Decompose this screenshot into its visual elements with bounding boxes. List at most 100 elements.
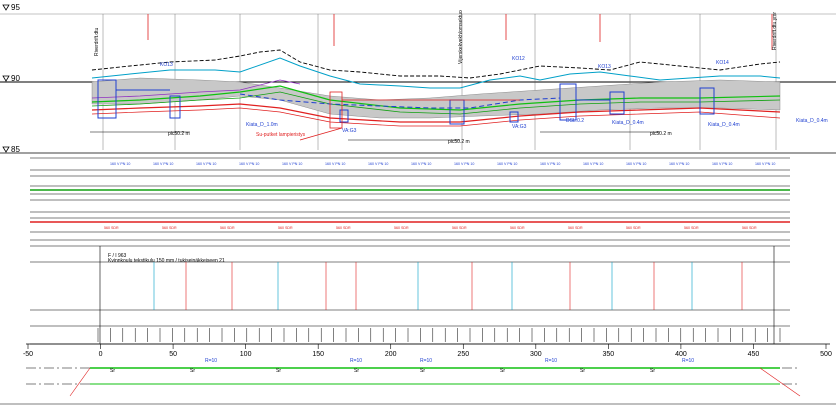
bottom-mark: Sr [276, 368, 281, 374]
green-line-2 [91, 91, 781, 115]
bottom-mark: R=10 [682, 358, 694, 364]
bottom-mark: R=10 [545, 358, 557, 364]
sewer-row-label: 560 SDR [162, 226, 177, 230]
axis-tick-label: 250 [457, 351, 469, 358]
sewer-row-label: 560 SDR [278, 226, 293, 230]
sewer-row-label: 560 SDR [220, 226, 235, 230]
red-pipe-2 [91, 107, 781, 127]
sewer-row-label: 560 SDR [626, 226, 641, 230]
green-line-1 [91, 85, 781, 111]
rock-label-3: Kiata_D_0.4m [708, 122, 740, 128]
lower-band-markers [99, 246, 775, 344]
sewer-row-label: 560 SDR [684, 226, 699, 230]
pipe-row-label: 160 V PN 10 [497, 162, 517, 166]
axis-tick-label: 500 [820, 351, 832, 358]
ground-line [91, 49, 781, 79]
route-text-2: Kvinnkoulu tekstikulu 150 mm / tukiseinä… [108, 258, 225, 264]
red-structures [147, 14, 773, 141]
pipe-row-label: 160 V PN 10 [626, 162, 646, 166]
sewer-row-label: 560 SDR [510, 226, 525, 230]
scale-bar-3: pic50.2 m [540, 131, 672, 137]
annotation-river-mid: Vijerskekvekh/omsektuo [458, 10, 464, 64]
elev-marker-85: 85 [2, 145, 20, 154]
stake-labels: KO13 KO12 KO13 KO14 VA:G3 VA:G3 DSL:0.2 [160, 56, 729, 134]
annotation-river-right: Riverdrift.dtu.ymr [772, 12, 778, 50]
purple-line [91, 79, 301, 99]
elev-marker-90: 90 [2, 74, 20, 83]
bottom-mark: R=10 [350, 358, 362, 364]
pipe-row-label: 160 V PN 10 [239, 162, 259, 166]
pipe-row-label: 160 V PN 10 [325, 162, 345, 166]
axis-tick-label: 150 [312, 351, 324, 358]
stake-label: VA:G3 [342, 128, 357, 134]
scale-label-3: pic50.2 m [650, 131, 672, 137]
bottom-mark: R=10 [205, 358, 217, 364]
stake-label: KO14 [716, 60, 729, 66]
note-red: Su-putket lampieristys [256, 132, 306, 138]
pipe-row-label: 160 V PN 10 [540, 162, 560, 166]
station-tick-row [97, 328, 781, 342]
axis-tick-label: 300 [530, 351, 542, 358]
bottom-mark: Sr [580, 368, 585, 374]
bottom-mark: Sr [420, 368, 425, 374]
blue-structures [97, 79, 715, 125]
pipe-row-label: 160 V PN 10 [153, 162, 173, 166]
stake-label: KO12 [512, 56, 525, 62]
stake-label: DSL:0.2 [566, 118, 584, 124]
sewer-row-label: 560 SDR [568, 226, 583, 230]
elev-marker-95: 95 [2, 3, 20, 12]
sewer-row-label: 560 SDR [104, 226, 119, 230]
sewer-row-label: 560 SDR [452, 226, 467, 230]
axis-tick-label: 0 [99, 351, 103, 358]
elev-label-95: 95 [11, 3, 20, 12]
sewer-row-label: 560 SDR [394, 226, 409, 230]
pipe-row-label: 160 V PN 10 [669, 162, 689, 166]
axis-tick-label: 400 [675, 351, 687, 358]
rock-label-2: Kiata_D_0.4m [612, 120, 644, 126]
bottom-mark: Sr [354, 368, 359, 374]
axis-tick-label: -50 [23, 351, 33, 358]
bottom-mark: Sr [500, 368, 505, 374]
axis-tick-label: 450 [748, 351, 760, 358]
pipe-row-label: 160 V PN 10 [712, 162, 732, 166]
axis-tick-label: 200 [385, 351, 397, 358]
axis-tick-label: 350 [603, 351, 615, 358]
table-bands [30, 157, 790, 345]
annotation-river-left: Riverdrift.dtu [94, 27, 100, 56]
stake-label: VA:G3 [512, 124, 527, 130]
sewer-row-label: 560 SDR [742, 226, 757, 230]
pipe-row-label: 160 V PN 10 [282, 162, 302, 166]
scale-label-2: pic50.2 m [448, 139, 470, 145]
axis-tick-label: 100 [240, 351, 252, 358]
surface-line [91, 57, 781, 89]
pipe-row: 160 V PN 10 160 V PN 10 160 V PN 10 160 V P… [110, 162, 775, 166]
axis-tick-label: 50 [169, 351, 177, 358]
pipe-row-label: 160 V PN 10 [755, 162, 775, 166]
stake-label: KO13 [598, 64, 611, 70]
bottom-lines [0, 367, 836, 405]
bottom-marks: Sr Sr Sr Sr Sr Sr Sr Sr R=10 R=10 R=10 R=10 R=10 [110, 358, 694, 374]
elev-label-90: 90 [11, 74, 20, 83]
sewer-row: 560 SDR 560 SDR 560 SDR 560 SDR 560 SDR 560 S… [104, 226, 757, 230]
sewer-row-label: 560 SDR [336, 226, 351, 230]
scale-label-1: pic50.2 m [168, 131, 190, 137]
bottom-mark: Sr [190, 368, 195, 374]
bottom-mark: Sr [650, 368, 655, 374]
bottom-mark: R=10 [420, 358, 432, 364]
pipe-row-label: 160 V PN 10 [196, 162, 216, 166]
pipe-row-label: 160 V PN 10 [110, 162, 130, 166]
route-text: F / I 963 [108, 253, 127, 259]
blue-dashed-pipe [239, 93, 561, 109]
red-pipe-1 [91, 103, 781, 123]
pipe-row-label: 160 V PN 10 [454, 162, 474, 166]
stake-label: KO13 [160, 62, 173, 68]
rock-label-1: Kiata_D_1.0m [246, 122, 278, 128]
axis-ticks: -50 0 50 100 150 200 250 300 350 400 450 500 [23, 344, 832, 358]
bottom-mark: Sr [110, 368, 115, 374]
pipe-row-label: 160 V PN 10 [368, 162, 388, 166]
scale-bar-2: pic50.2 m [348, 139, 470, 145]
pipe-row-label: 160 V PN 10 [583, 162, 603, 166]
pipe-row-label: 160 V PN 10 [411, 162, 431, 166]
scale-bar-1: pic50.2 m [90, 131, 190, 137]
